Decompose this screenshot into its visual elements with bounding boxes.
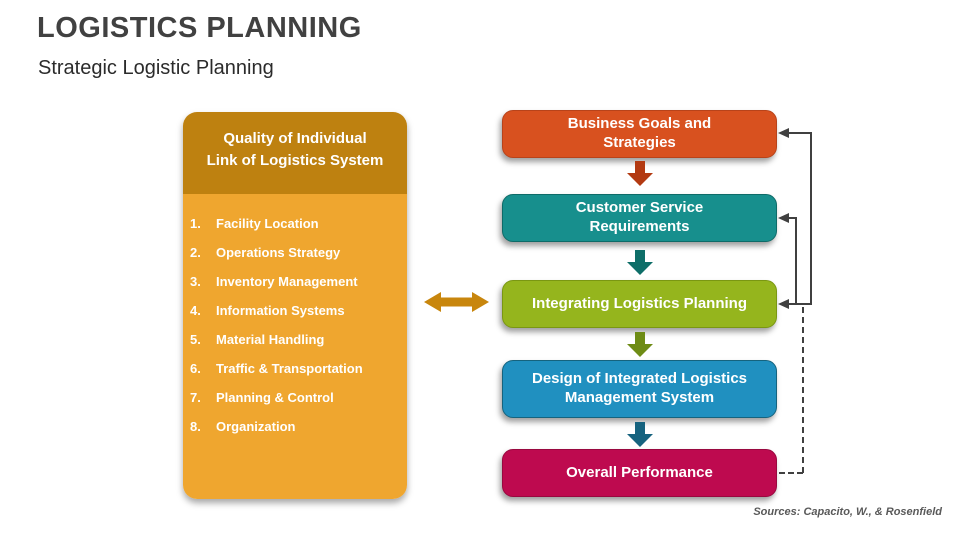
double-arrow-icon <box>424 292 489 312</box>
dashed-feedback-line <box>802 307 804 473</box>
flow-box-overall-performance: Overall Performance <box>502 449 777 497</box>
list-item-label: Information Systems <box>216 303 345 318</box>
left-arrowhead-icon <box>778 213 789 223</box>
list-item-label: Planning & Control <box>216 390 334 405</box>
flow-box-integrating-logistics: Integrating Logistics Planning <box>502 280 777 328</box>
list-item: 7. Planning & Control <box>190 390 407 405</box>
list-item: 4. Information Systems <box>190 303 407 318</box>
list-item-number: 8. <box>190 419 201 434</box>
flow-box-customer-service: Customer Service Requirements <box>502 194 777 242</box>
quality-panel: Quality of Individual Link of Logistics … <box>183 112 407 499</box>
list-item: 2. Operations Strategy <box>190 245 407 260</box>
page-title: LOGISTICS PLANNING <box>37 12 362 44</box>
down-arrow-icon <box>627 422 653 447</box>
list-item: 3. Inventory Management <box>190 274 407 289</box>
list-item-number: 3. <box>190 274 201 289</box>
list-item-number: 6. <box>190 361 201 376</box>
list-item: 1. Facility Location <box>190 216 407 231</box>
list-item-number: 5. <box>190 332 201 347</box>
quality-panel-body: 1. Facility Location 2. Operations Strateg… <box>183 194 407 499</box>
left-arrowhead-icon <box>778 299 789 309</box>
list-item-label: Organization <box>216 419 296 434</box>
quality-panel-header-line1: Quality of Individual <box>223 130 367 147</box>
dashed-feedback-line <box>779 472 803 474</box>
list-item-number: 2. <box>190 245 201 260</box>
feedback-line <box>789 217 797 219</box>
list-item: 6. Traffic & Transportation <box>190 361 407 376</box>
feedback-line <box>810 132 812 305</box>
feedback-line <box>789 303 812 305</box>
list-item-label: Inventory Management <box>216 274 358 289</box>
down-arrow-icon <box>627 332 653 357</box>
left-arrowhead-icon <box>778 128 789 138</box>
source-citation: Sources: Capacito, W., & Rosenfield <box>753 506 942 518</box>
list-item-label: Facility Location <box>216 216 319 231</box>
page-subtitle: Strategic Logistic Planning <box>38 57 274 79</box>
quality-panel-header-line2: Link of Logistics System <box>206 151 384 169</box>
list-item: 5. Material Handling <box>190 332 407 347</box>
list-item-label: Operations Strategy <box>216 245 341 260</box>
list-item-number: 4. <box>190 303 201 318</box>
list-item-number: 1. <box>190 216 201 231</box>
list-item-number: 7. <box>190 390 201 405</box>
down-arrow-icon <box>627 250 653 275</box>
feedback-line <box>795 217 797 305</box>
quality-panel-header: Quality of Individual Link of Logistics … <box>183 112 407 194</box>
list-item: 8. Organization <box>190 419 407 434</box>
flow-box-business-goals: Business Goals and Strategies <box>502 110 777 158</box>
down-arrow-icon <box>627 161 653 186</box>
list-item-label: Traffic & Transportation <box>216 361 363 376</box>
feedback-line <box>789 132 812 134</box>
flow-box-design-system: Design of Integrated Logistics Managemen… <box>502 360 777 418</box>
list-item-label: Material Handling <box>216 332 325 347</box>
